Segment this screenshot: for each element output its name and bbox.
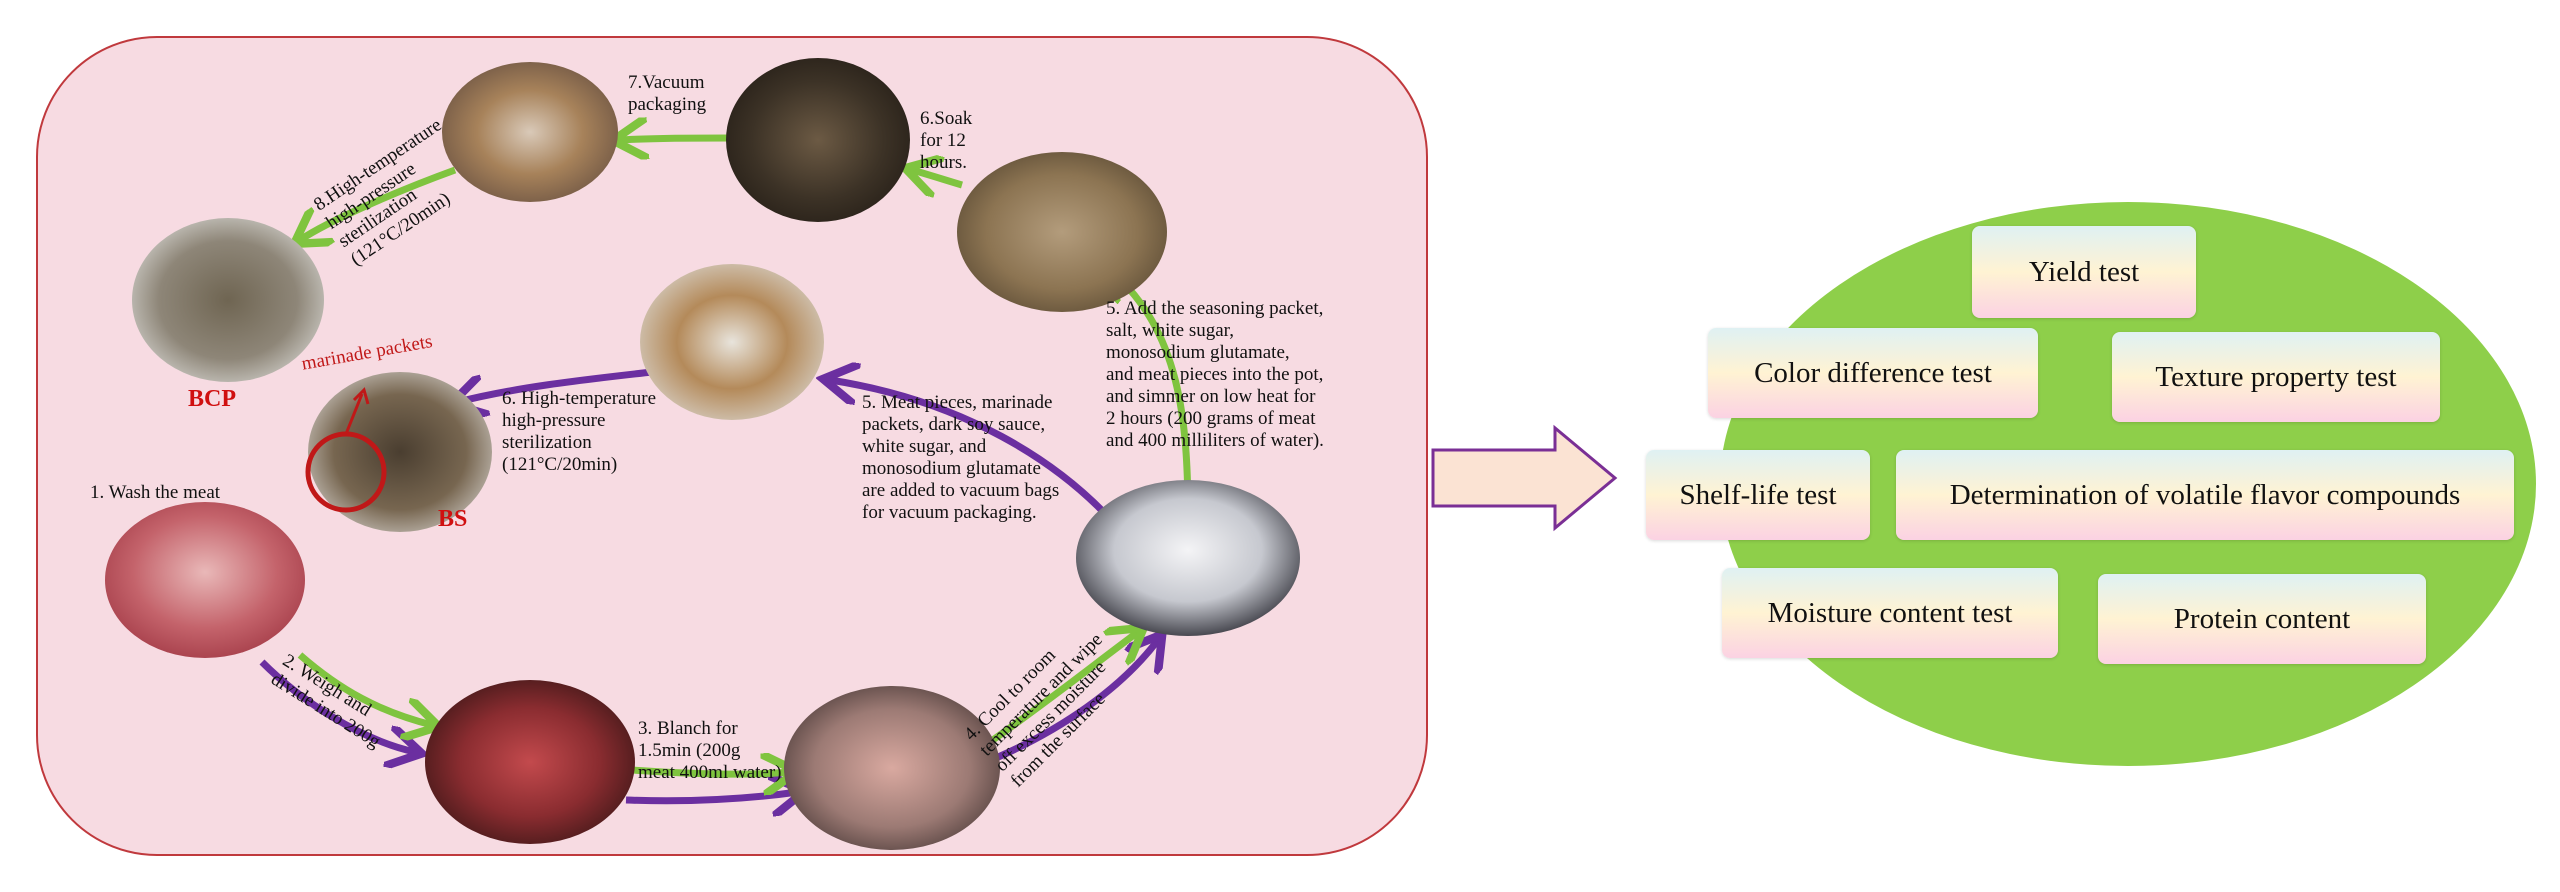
arrow-vacuum-bag-purple [830, 380, 1123, 533]
photo-raw-meat [105, 502, 305, 658]
step-3-label: 3. Blanch for 1.5min (200g meat 400ml wa… [638, 718, 782, 783]
test-color-difference: Color difference test [1708, 328, 2038, 418]
step-5b-label: 5. Meat pieces, marinade packets, dark s… [862, 392, 1060, 523]
test-volatile-flavor: Determination of volatile flavor compoun… [1896, 450, 2514, 540]
photo-bcp-product [132, 218, 324, 382]
photo-cut-meat [425, 680, 635, 844]
photo-cooled-meat [1076, 480, 1300, 636]
step-6a-label: 6.Soak for 12 hours. [920, 108, 973, 173]
bcp-label: BCP [188, 386, 236, 412]
arrow-blanch-to-cool-green [987, 632, 1138, 745]
arrow-to-bs-purple [458, 368, 653, 402]
test-texture-property: Texture property test [2112, 332, 2440, 422]
test-shelf-life: Shelf-life test [1646, 450, 1870, 540]
marinade-pointer-head [352, 387, 370, 405]
arrow-pack-to-bcp-green [300, 166, 457, 240]
test-moisture-content: Moisture content test [1722, 568, 2058, 658]
block-arrow [1431, 424, 1618, 532]
photo-soaked-meat [726, 58, 910, 222]
photo-vacuum-bag-bs [640, 264, 824, 420]
photo-blanched-meat [784, 686, 1000, 850]
step-1-label: 1. Wash the meat [90, 482, 221, 503]
arrow-wash-to-weigh-green [297, 652, 432, 725]
step-7-label: 7.Vacuum packaging [628, 72, 707, 115]
arrow-wash-to-weigh-purple [259, 659, 415, 752]
test-protein-content: Protein content [2098, 574, 2426, 664]
arrow-weigh-to-blanch-green [631, 770, 790, 774]
step-5a-label: 5. Add the seasoning packet, salt, white… [1106, 298, 1324, 451]
arrow-soak-to-pack-green [620, 138, 731, 140]
test-yield: Yield test [1972, 226, 2196, 318]
step-6b-label: 6. High-temperature high-pressure steril… [502, 388, 657, 475]
arrow-simmer-to-soak-green [912, 170, 963, 185]
photo-simmered-meat [957, 152, 1167, 312]
bs-label: BS [438, 506, 468, 532]
photo-vacuum-pack [442, 62, 618, 202]
marinade-pointer-arrow [344, 393, 364, 435]
